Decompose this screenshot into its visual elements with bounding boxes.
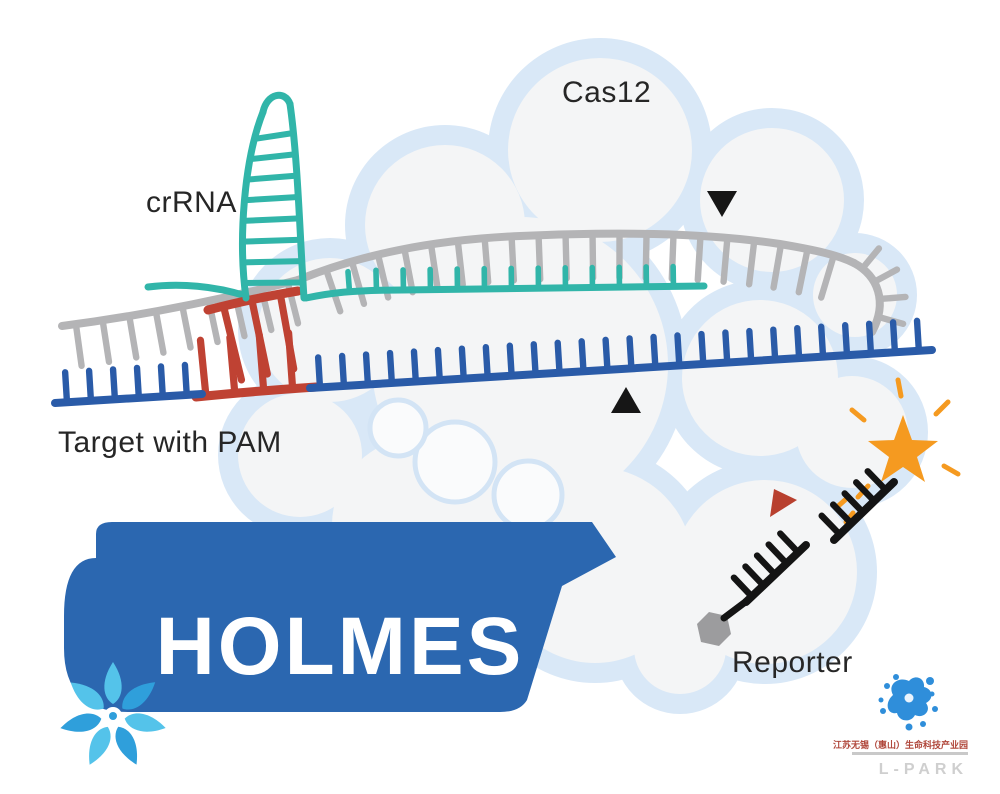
target-pam-label: Target with PAM (58, 426, 282, 459)
cleavage-site-marker-top (707, 191, 737, 217)
cas12-label: Cas12 (562, 76, 651, 109)
fluorescence-star-icon (868, 415, 938, 482)
cleavage-site-marker-bottom (611, 387, 641, 413)
lpark-splash-icon (878, 674, 938, 731)
park-name-en-line (852, 752, 968, 755)
cloud-inner-scallops (367, 397, 565, 532)
reporter-label: Reporter (732, 646, 853, 679)
crrna-hairpin (239, 91, 308, 302)
nucleic-acid-strands (51, 229, 936, 407)
crrna-label: crRNA (146, 186, 237, 219)
holmes-banner (64, 522, 616, 712)
park-abbr: L-PARK (879, 761, 968, 778)
reporter-cleavage-marker (770, 489, 797, 517)
park-name-cn: 江苏无锡（惠山）生命科技产业园 (833, 739, 968, 750)
snowflake-logo (60, 662, 166, 765)
reporter-complex (697, 377, 961, 646)
holmes-title: HOLMES (156, 601, 525, 692)
